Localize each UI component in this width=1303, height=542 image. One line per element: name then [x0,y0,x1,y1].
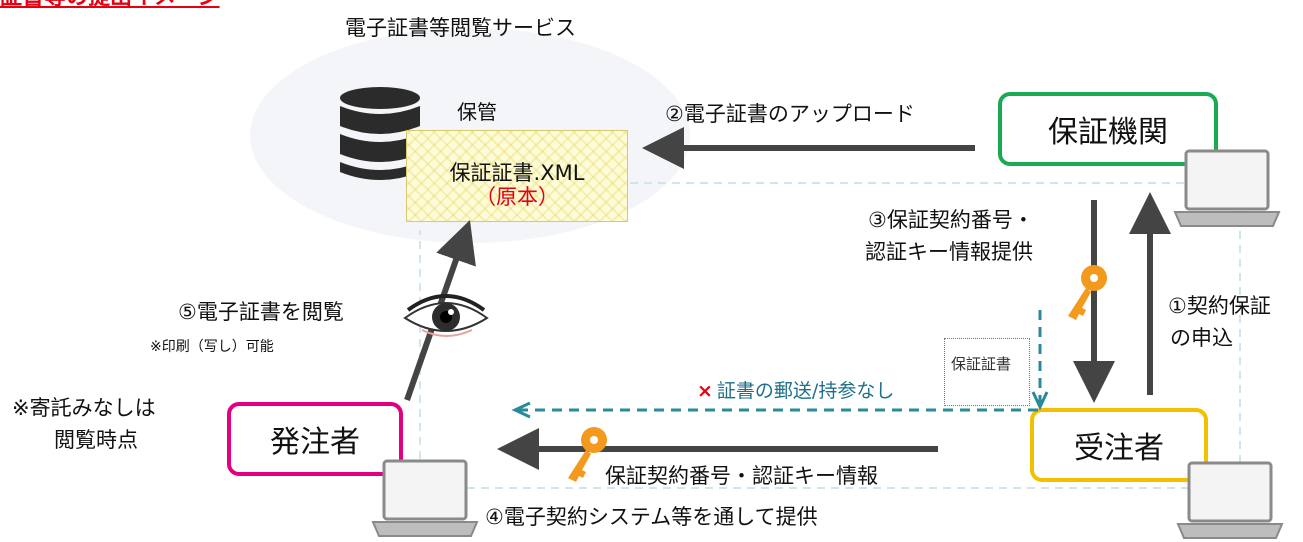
orderer-box[interactable]: 発注者 [227,402,403,476]
arrow-no-mail-head [511,401,531,419]
deposit-note-line2: 閲覧時点 [54,428,138,452]
no-mail-label: ×証書の郵送/持参なし [697,376,894,403]
guarantor-box[interactable]: 保証機関 [998,92,1218,166]
step4-info-label: 保証契約番号・認証キー情報 [605,464,878,488]
storage-label: 保管 [457,100,497,124]
doc-filename: 保証証書.XML [449,161,585,185]
paper-certificate: 保証証書 [944,338,1030,406]
key-icon [568,427,607,482]
doc-original-label: （原本） [475,185,559,209]
step3-label-line1: ③保証契約番号・ [868,208,1034,232]
key-icon [1068,265,1107,320]
step5-note: ※印刷（写し）可能 [150,339,274,355]
step2-label: ②電子証書のアップロード [665,102,915,126]
page-title: 証書等の提出イメージ [0,0,230,9]
step1-label-line1: ①契約保証 [1168,294,1271,318]
service-title: 電子証書等閲覧サービス [345,16,576,40]
database-icon [340,87,420,180]
certificate-document[interactable]: 保証証書.XML （原本） [406,130,628,222]
guarantor-laptop-icon [1173,149,1281,227]
step4-label: ④電子契約システム等を通して提供 [485,505,818,529]
eye-icon [403,294,489,337]
contractor-box[interactable]: 受注者 [1030,408,1208,482]
no-mail-text: 証書の郵送/持参なし [716,380,895,402]
step3-label-line2: 認証キー情報提供 [865,240,1033,264]
deposit-note-line1: ※寄託みなしは [12,396,156,420]
step5-label: ⑤電子証書を閲覧 [178,300,344,324]
cross-icon: × [697,380,713,402]
contractor-laptop-icon [1176,461,1284,539]
step1-label-line2: の申込 [1170,326,1233,350]
